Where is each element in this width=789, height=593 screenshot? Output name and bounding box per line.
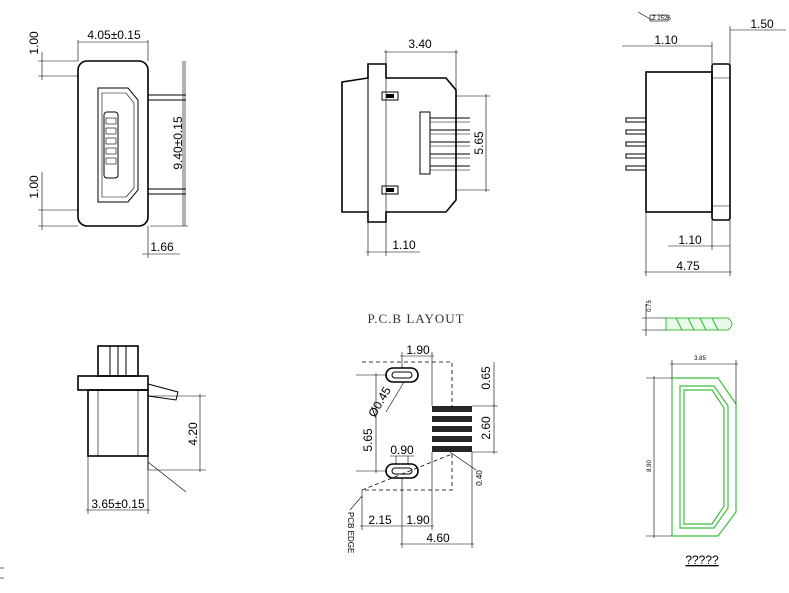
right-view: Z 2526 1.50 1.10 1.10 4.75	[622, 11, 786, 276]
front-opening	[97, 87, 139, 203]
gasket-ring-mid	[679, 385, 729, 529]
pcb-dim-total: 4.60	[426, 531, 450, 545]
pcb-layout-view: P.C.B LAYOUT 1.90 Ø0.45 0.65 2.60	[346, 311, 498, 553]
right-dim-top-left: 1.10	[654, 33, 678, 47]
plug-flange	[77, 375, 149, 391]
pcb-dim-slot-width: 0.90	[390, 443, 414, 457]
side-latch-top	[381, 91, 399, 101]
pcb-dim-pad-block: 2.60	[479, 416, 493, 440]
pcb-outline	[361, 361, 453, 491]
bottom-left-dim-height: 4.20	[186, 422, 200, 446]
pcb-dim-edge-left: 2.15	[368, 513, 392, 527]
right-pins	[625, 117, 647, 171]
pcb-slot-bottom	[385, 463, 419, 479]
bottom-left-dim-width: 3.65±0.15	[91, 497, 145, 511]
front-dim-height: 9.40±0.15	[171, 116, 185, 170]
right-dim-bottom-inner: 1.10	[678, 233, 702, 247]
pcb-dim-hole: Ø0.45	[365, 384, 394, 420]
gasket-ring-outer	[671, 377, 737, 537]
right-dim-bottom-total: 4.75	[676, 259, 700, 273]
front-view: 9.40±0.15 4.05±0.15 1.00 1.00 1.66	[27, 28, 188, 258]
bottom-left-view: 4.20 3.65±0.15	[77, 345, 206, 514]
right-dim-top-right: 1.50	[750, 17, 774, 31]
pcb-slot-top	[385, 367, 419, 383]
front-opening-inner	[101, 92, 135, 198]
pcb-title: P.C.B LAYOUT	[367, 311, 464, 326]
pcb-edge-label: PCB EDGE	[346, 512, 355, 553]
front-dim-pin-offset: 1.66	[150, 240, 174, 254]
plug-body	[87, 389, 149, 457]
right-flange	[711, 63, 731, 221]
side-dim-top: 3.40	[408, 37, 432, 51]
front-dim-width: 4.05±0.15	[87, 28, 141, 42]
pcb-dim-pad-width: 0.40	[475, 470, 484, 486]
side-latch-bottom	[381, 185, 399, 195]
pcb-pads	[432, 406, 472, 452]
front-body	[77, 60, 149, 227]
side-dim-bottom: 1.10	[392, 238, 416, 252]
front-dim-top: 1.00	[27, 31, 41, 55]
gasket-view: 0.75 3.85 8.90 ?????	[642, 300, 738, 567]
pcb-dim-vertical: 5.65	[361, 428, 375, 452]
side-body	[341, 63, 457, 223]
front-dim-bottom: 1.00	[27, 175, 41, 199]
pcb-dim-edge-mid: 1.90	[406, 513, 430, 527]
gasket-caption: ?????	[685, 553, 719, 567]
gasket-dim-width: 3.85	[694, 356, 706, 362]
front-tongue	[103, 111, 119, 179]
pcb-dim-pad-pitch: 0.65	[479, 366, 493, 390]
side-dim-pitch: 5.65	[472, 131, 486, 155]
gasket-dim-thickness: 0.75	[647, 300, 653, 312]
side-pins	[430, 117, 470, 171]
right-note: Z 2526	[652, 16, 671, 22]
pcb-dim-slot-spacing: 1.90	[406, 343, 430, 357]
side-view: 3.40 5.65 1.10	[341, 37, 490, 256]
front-contacts	[105, 117, 117, 165]
gasket-strip	[665, 317, 733, 331]
gasket-dim-height: 8.90	[647, 460, 653, 472]
gasket-ring-inner	[683, 389, 725, 525]
right-body	[645, 71, 713, 213]
